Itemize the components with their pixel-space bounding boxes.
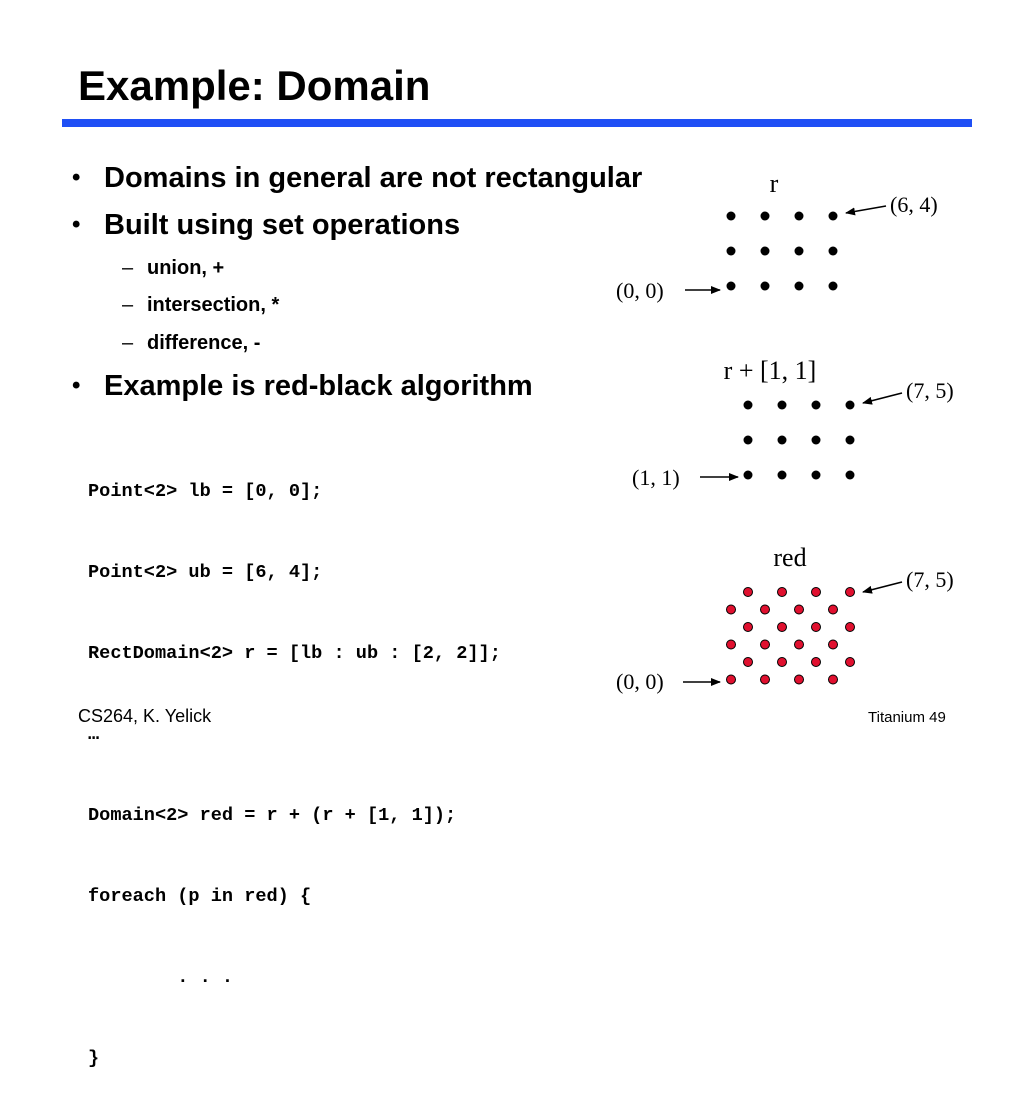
domain-point <box>845 400 855 410</box>
domain-point <box>811 400 821 410</box>
domain-r-lower-label: (0, 0) <box>616 278 664 303</box>
domain-point <box>760 246 770 256</box>
domain-red-label: red <box>773 543 806 572</box>
bullet-mark: • <box>72 372 81 399</box>
sub-bullet-mark: – <box>122 332 134 354</box>
domain-point <box>726 246 736 256</box>
domain-point <box>777 435 787 445</box>
domain-point <box>726 674 736 685</box>
domain-point <box>794 281 804 291</box>
domain-point <box>743 435 753 445</box>
domain-point <box>828 674 838 685</box>
domain-r-upper-label: (6, 4) <box>890 192 938 217</box>
bullet-text: Domains in general are not rectangular <box>104 162 643 194</box>
domain-r-shift-upper-label: (7, 5) <box>906 378 954 403</box>
domain-point <box>743 400 753 410</box>
domain-point <box>845 587 855 597</box>
bullet-mark: • <box>72 164 81 191</box>
bullet-text: Example is red-black algorithm <box>104 370 533 402</box>
domain-point <box>760 211 770 221</box>
domain-point <box>828 604 838 615</box>
domain-point <box>760 674 770 685</box>
domain-point <box>794 674 804 685</box>
slide-title: Example: Domain <box>78 62 431 109</box>
code-line: Point<2> ub = [6, 4]; <box>88 562 323 583</box>
domain-point <box>777 470 787 480</box>
domain-point <box>845 657 855 667</box>
domain-point <box>777 400 787 410</box>
domain-r-diagram: r (6, 4) (0, 0) <box>616 169 938 303</box>
arrow-icon <box>862 581 903 594</box>
domain-point <box>811 587 821 597</box>
code-line: foreach (p in red) { <box>88 886 312 907</box>
domain-red-points <box>726 587 855 685</box>
domain-point <box>794 211 804 221</box>
domain-point <box>743 622 753 632</box>
domain-r-shift-diagram: r + [1, 1] (7, 5) (1, 1) <box>632 356 954 490</box>
arrow-icon <box>862 392 903 405</box>
title-underline-bar <box>62 119 972 127</box>
sub-bullet-mark: – <box>122 257 134 279</box>
domain-point <box>743 587 753 597</box>
bullet-text: Built using set operations <box>104 209 461 241</box>
code-line: Point<2> lb = [0, 0]; <box>88 481 323 502</box>
domain-r-label: r <box>770 169 779 198</box>
code-block: Point<2> lb = [0, 0]; Point<2> ub = [6, … <box>88 424 501 1099</box>
domain-point <box>828 639 838 650</box>
domain-r-shift-label: r + [1, 1] <box>724 356 817 385</box>
domain-r-shift-points <box>743 400 855 480</box>
domain-point <box>726 604 736 615</box>
domain-point <box>726 281 736 291</box>
domain-point <box>811 435 821 445</box>
domain-point <box>811 657 821 667</box>
sub-bullet-text: difference, - <box>147 332 261 354</box>
code-line: Domain<2> red = r + (r + [1, 1]); <box>88 805 457 826</box>
domain-point <box>794 246 804 256</box>
sub-bullet-text: intersection, * <box>147 294 280 316</box>
code-line: RectDomain<2> r = [lb : ub : [2, 2]]; <box>88 643 501 664</box>
domain-point <box>760 281 770 291</box>
domain-point <box>794 639 804 650</box>
domain-point <box>828 211 838 221</box>
domain-point <box>845 435 855 445</box>
code-line: . . . <box>88 967 234 988</box>
domain-point <box>726 211 736 221</box>
domain-point <box>828 281 838 291</box>
domain-point <box>828 246 838 256</box>
domain-point <box>777 657 787 667</box>
domain-r-points <box>726 211 838 291</box>
code-line: } <box>88 1048 100 1069</box>
sub-bullet-mark: – <box>122 294 134 316</box>
domain-r-shift-lower-label: (1, 1) <box>632 465 680 490</box>
domain-red-diagram: red (7, 5) (0, 0) <box>616 543 954 694</box>
code-line: … <box>88 724 100 745</box>
domain-point <box>760 639 770 650</box>
domain-red-upper-label: (7, 5) <box>906 567 954 592</box>
domain-point <box>845 622 855 632</box>
domain-point <box>794 604 804 615</box>
domain-point <box>777 622 787 632</box>
domain-diagrams: r (6, 4) (0, 0) r + [1, 1] (7, 5) (1, 1)… <box>616 169 954 694</box>
bullet-mark: • <box>72 211 81 238</box>
domain-point <box>811 470 821 480</box>
domain-point <box>760 604 770 615</box>
domain-point <box>743 470 753 480</box>
domain-point <box>777 587 787 597</box>
footer-course-author: CS264, K. Yelick <box>78 706 212 726</box>
domain-point <box>726 639 736 650</box>
domain-red-lower-label: (0, 0) <box>616 669 664 694</box>
sub-bullet-text: union, + <box>147 257 225 279</box>
footer-slide-number: Titanium 49 <box>868 709 946 726</box>
domain-point <box>845 470 855 480</box>
arrow-icon <box>845 205 887 216</box>
domain-point <box>811 622 821 632</box>
domain-point <box>743 657 753 667</box>
